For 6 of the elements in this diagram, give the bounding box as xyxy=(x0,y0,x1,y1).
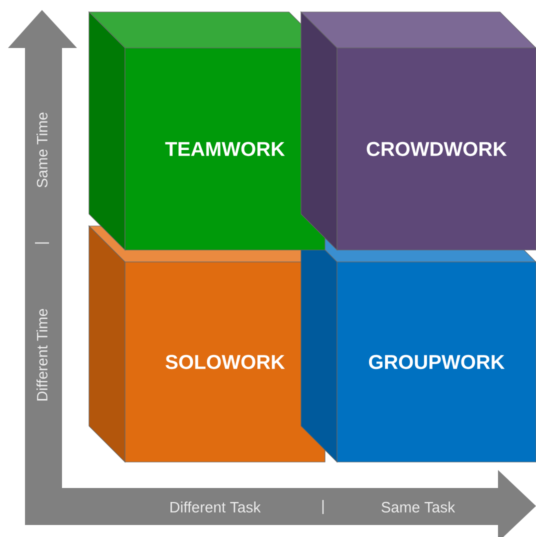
separator: | xyxy=(322,500,324,514)
axis-label: Different Task xyxy=(170,502,261,512)
separator: | xyxy=(34,242,50,244)
axis-label: Same Task xyxy=(382,502,456,512)
axis-label: Different Time xyxy=(36,309,48,400)
axis-label: Same Time xyxy=(36,112,48,188)
